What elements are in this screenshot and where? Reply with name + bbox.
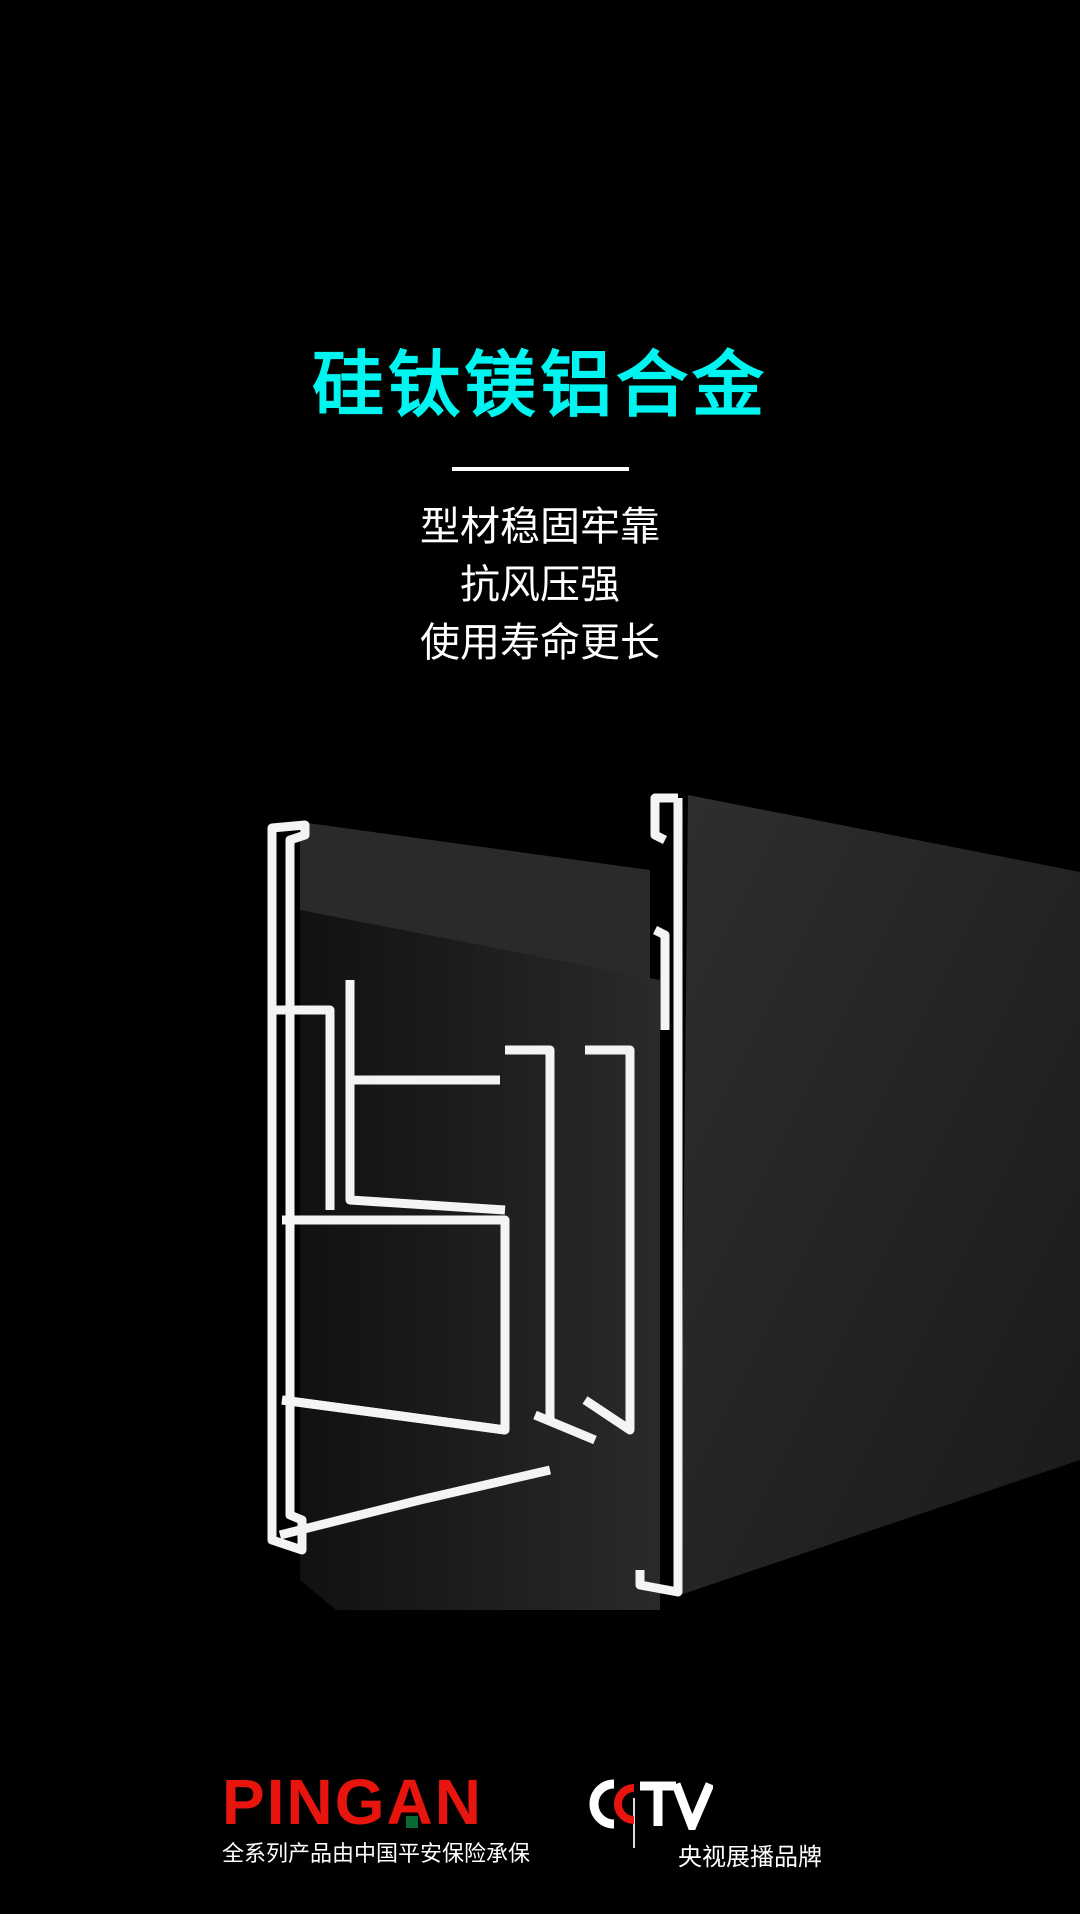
aluminum-profile-image: [267, 793, 1080, 1610]
pingan-logo-dot: [406, 1816, 418, 1828]
feature-line-1: 型材稳固牢靠: [420, 504, 660, 550]
cctv-logo: [589, 1779, 713, 1830]
cctv-caption: 央视展播品牌: [678, 1843, 822, 1871]
feature-line-3: 使用寿命更长: [420, 620, 660, 666]
pingan-logo: PINGAN: [222, 1766, 483, 1838]
headline-title: 硅钛镁铝合金: [311, 343, 768, 427]
title-divider: [452, 467, 629, 471]
pingan-caption: 全系列产品由中国平安保险承保: [222, 1842, 531, 1867]
pingan-logo-text: PINGAN: [222, 1766, 483, 1838]
feature-line-2: 抗风压强: [460, 562, 620, 608]
